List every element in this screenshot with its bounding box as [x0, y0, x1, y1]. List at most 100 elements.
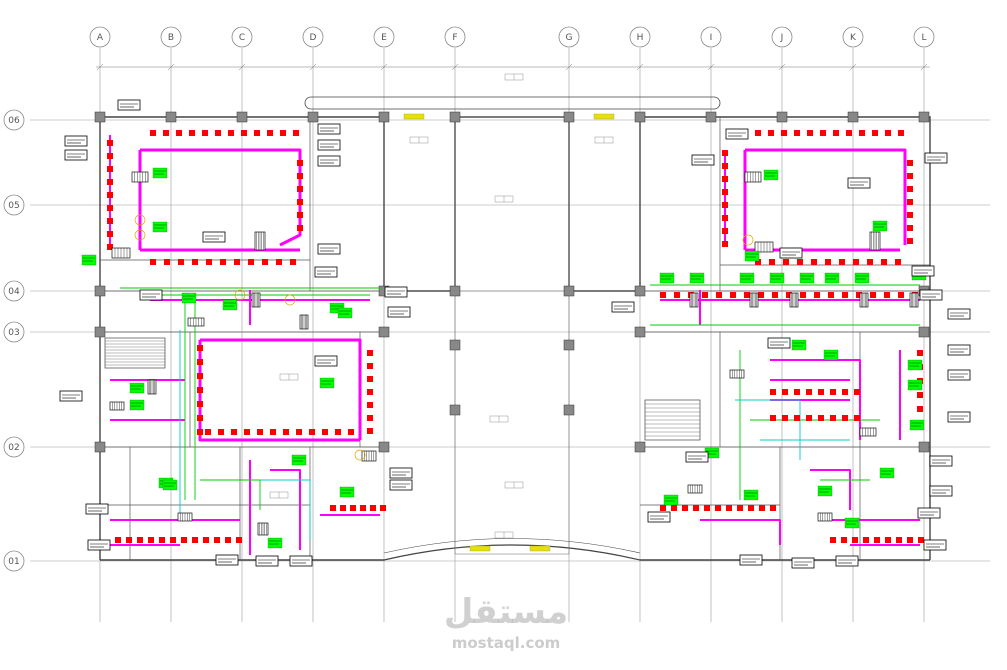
diffuser — [786, 292, 792, 298]
diffuser — [380, 505, 386, 511]
diffuser — [220, 259, 226, 265]
structural-column — [634, 111, 646, 123]
diffuser — [660, 292, 666, 298]
callout-box — [767, 337, 791, 349]
diffuser — [150, 130, 156, 136]
callout-box — [389, 467, 413, 479]
callout-box — [85, 503, 109, 515]
diffuser — [800, 292, 806, 298]
diffuser — [755, 130, 761, 136]
diffuser — [884, 292, 890, 298]
callout-box — [317, 243, 341, 255]
diffuser — [163, 130, 169, 136]
diffuser — [270, 429, 276, 435]
diffuser — [772, 292, 778, 298]
equipment-tag — [743, 489, 759, 501]
diffuser — [722, 228, 728, 234]
dimension-tick — [96, 63, 104, 71]
diffuser — [276, 259, 282, 265]
diffuser — [841, 537, 847, 543]
diffuser — [178, 259, 184, 265]
equipment-tag — [337, 307, 353, 319]
callout-box — [919, 289, 943, 301]
diffuser — [126, 537, 132, 543]
diffuser — [907, 199, 913, 205]
diffuser — [846, 130, 852, 136]
diffuser — [748, 505, 754, 511]
diffuser — [215, 130, 221, 136]
diffuser — [898, 292, 904, 298]
structural-column — [449, 404, 461, 416]
structural-column — [918, 111, 930, 123]
diffusers — [107, 130, 924, 543]
diffuser — [660, 505, 666, 511]
equipment-tag — [339, 486, 355, 498]
callout-box — [611, 301, 635, 313]
diffuser — [248, 259, 254, 265]
diffuser — [159, 537, 165, 543]
callout-box — [289, 555, 313, 567]
diffuser — [335, 429, 341, 435]
structural-column — [705, 111, 717, 123]
round-fitting — [284, 294, 296, 306]
equipment-tag — [909, 419, 925, 431]
diffuser — [722, 150, 728, 156]
diffuser — [907, 225, 913, 231]
structural-column — [634, 326, 646, 338]
diffuser — [370, 505, 376, 511]
callout-box — [215, 554, 239, 566]
round-fitting — [742, 234, 754, 246]
diffuser — [107, 153, 113, 159]
callout-box — [314, 355, 338, 367]
diffuser — [783, 259, 789, 265]
supply-duct — [110, 379, 185, 421]
diffuser — [181, 537, 187, 543]
diffuser — [296, 429, 302, 435]
structural-column — [918, 326, 930, 338]
grid-bubble-col — [842, 26, 864, 48]
diffuser — [744, 292, 750, 298]
diffuser — [192, 259, 198, 265]
structural-column — [634, 285, 646, 297]
supply-duct — [198, 338, 362, 442]
structural-column — [918, 441, 930, 453]
grid-bubble-row — [3, 280, 25, 302]
building-walls — [94, 96, 931, 561]
diffuser — [870, 292, 876, 298]
callout-box — [255, 555, 279, 567]
diffuser — [755, 259, 761, 265]
diffuser — [205, 429, 211, 435]
supply-duct — [138, 148, 302, 252]
diffuser — [770, 415, 776, 421]
grid-bubble-row — [3, 321, 25, 343]
diffuser — [267, 130, 273, 136]
supply-duct — [249, 460, 301, 555]
diffuser — [825, 259, 831, 265]
equipment-tag — [769, 272, 785, 284]
callout-box — [387, 306, 411, 318]
diffuser — [872, 130, 878, 136]
diffuser — [770, 389, 776, 395]
diffuser — [150, 259, 156, 265]
grid-bubble-row — [3, 109, 25, 131]
diffuser — [283, 429, 289, 435]
diffuser — [671, 505, 677, 511]
structural-column — [94, 285, 106, 297]
diffuser — [907, 537, 913, 543]
grid-bubble-col-label: F — [452, 33, 457, 43]
pipe — [650, 284, 920, 500]
callout-box — [139, 289, 163, 301]
structural-column — [378, 111, 390, 123]
diffuser — [293, 130, 299, 136]
diffuser — [197, 401, 203, 407]
grid-bubble-col-label: E — [381, 33, 387, 43]
grid-bubble-col-label: J — [780, 33, 784, 43]
diffuser — [782, 389, 788, 395]
diffuser — [348, 429, 354, 435]
grid-bubble-col — [444, 26, 466, 48]
diffuser — [896, 537, 902, 543]
dimension-tick — [920, 63, 928, 71]
callout-box — [947, 344, 971, 356]
